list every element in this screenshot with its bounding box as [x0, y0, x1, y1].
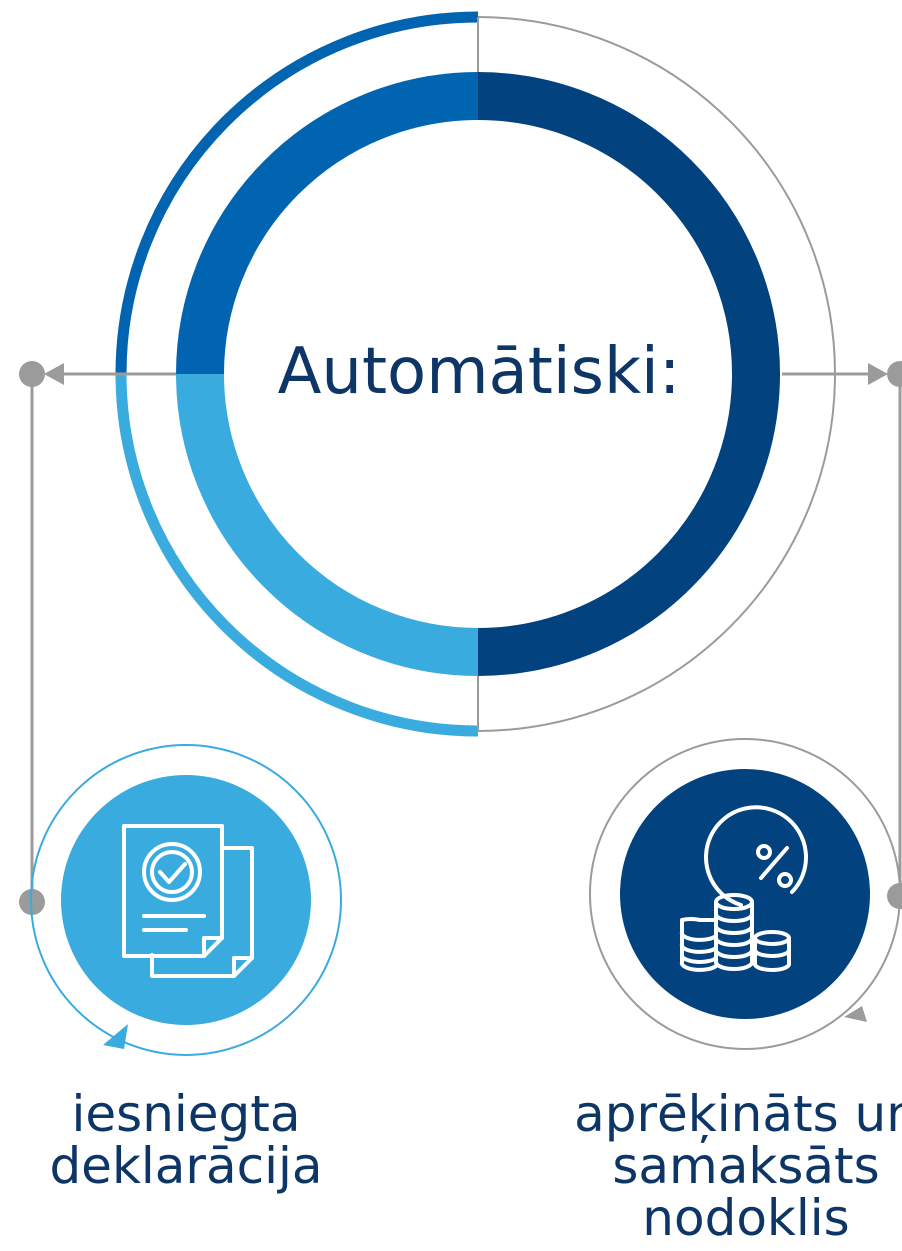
- right-top-node: [887, 361, 902, 387]
- item-document: [30, 744, 342, 1056]
- outer-arc-lower-left: [115, 373, 479, 737]
- item-coins-ring: [589, 738, 901, 1050]
- left-arrow-head: [44, 363, 64, 385]
- item-document-caption: iesniegta deklarācija: [0, 1088, 372, 1192]
- item-document-caption-line-1: iesniegta: [71, 1085, 301, 1143]
- item-document-ring: [30, 744, 342, 1056]
- item-coins-caption-line-1: aprēķināts un: [574, 1085, 902, 1143]
- document-check-icon: [122, 824, 254, 978]
- item-coins: [589, 738, 901, 1050]
- outer-arc-upper-left: [115, 11, 479, 375]
- item-document-caption-line-2: deklarācija: [49, 1137, 323, 1195]
- coins-percent-icon: [679, 805, 808, 972]
- right-bottom-node: [887, 883, 902, 909]
- item-coins-caption: aprēķināts un samaksāts nodoklis: [556, 1088, 902, 1244]
- item-document-ring-arrow: [103, 1024, 128, 1049]
- item-coins-caption-line-3: nodoklis: [642, 1189, 850, 1247]
- inner-arc-lower-left: [176, 373, 479, 676]
- inner-arc-right: [477, 72, 780, 676]
- item-coins-caption-line-2: samaksāts: [612, 1137, 880, 1195]
- item-coins-ring-arrow: [844, 1006, 867, 1022]
- center-title: Automātiski:: [277, 335, 681, 409]
- item-document-badge: [61, 775, 311, 1025]
- inner-arc-upper-left: [176, 72, 479, 375]
- right-arrow-head: [868, 363, 888, 385]
